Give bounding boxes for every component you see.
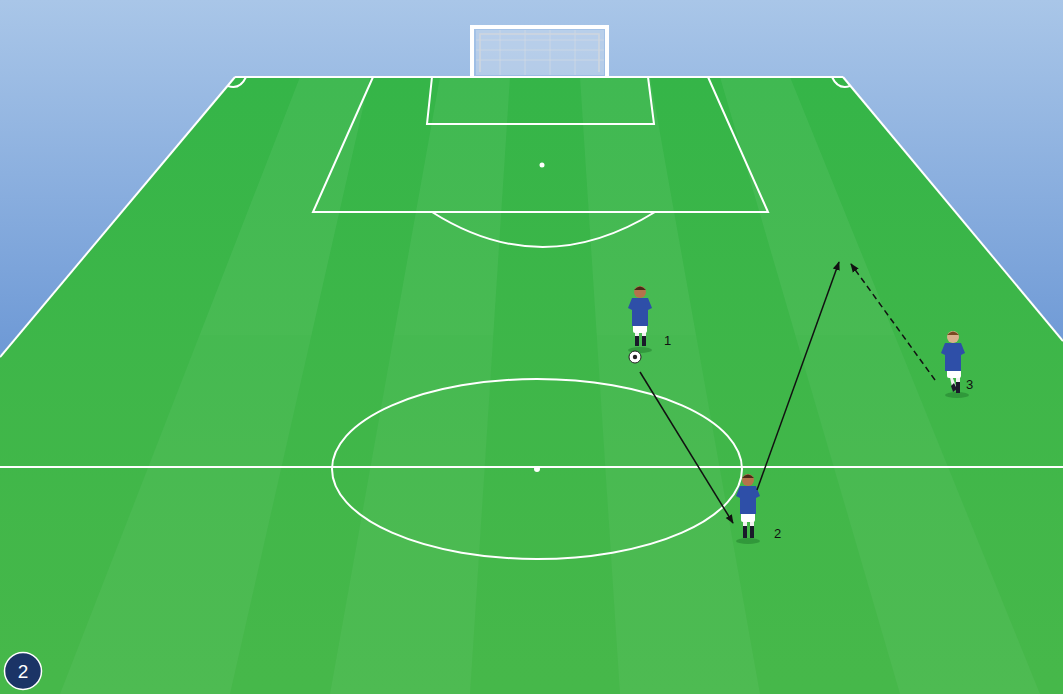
movement-arrows bbox=[640, 262, 935, 523]
callout-number: 1 bbox=[664, 334, 671, 347]
goal bbox=[472, 27, 607, 77]
callout-number: 3 bbox=[966, 378, 973, 391]
player-figure bbox=[736, 474, 760, 544]
badge-number: 2 bbox=[3, 651, 43, 691]
grass-field bbox=[0, 77, 1063, 694]
figure-number-badge: 2 bbox=[3, 651, 43, 691]
centre-spot bbox=[534, 466, 540, 472]
football bbox=[629, 351, 641, 363]
pass-arrow bbox=[757, 262, 839, 490]
player-figure bbox=[941, 331, 969, 398]
penalty-spot bbox=[540, 163, 545, 168]
pass-arrow bbox=[640, 372, 733, 523]
run-arrow bbox=[851, 264, 935, 380]
callout-number: 2 bbox=[774, 527, 781, 540]
pitch-lines bbox=[0, 77, 1063, 559]
grass-band bbox=[0, 335, 1063, 694]
player-figure bbox=[628, 286, 652, 353]
